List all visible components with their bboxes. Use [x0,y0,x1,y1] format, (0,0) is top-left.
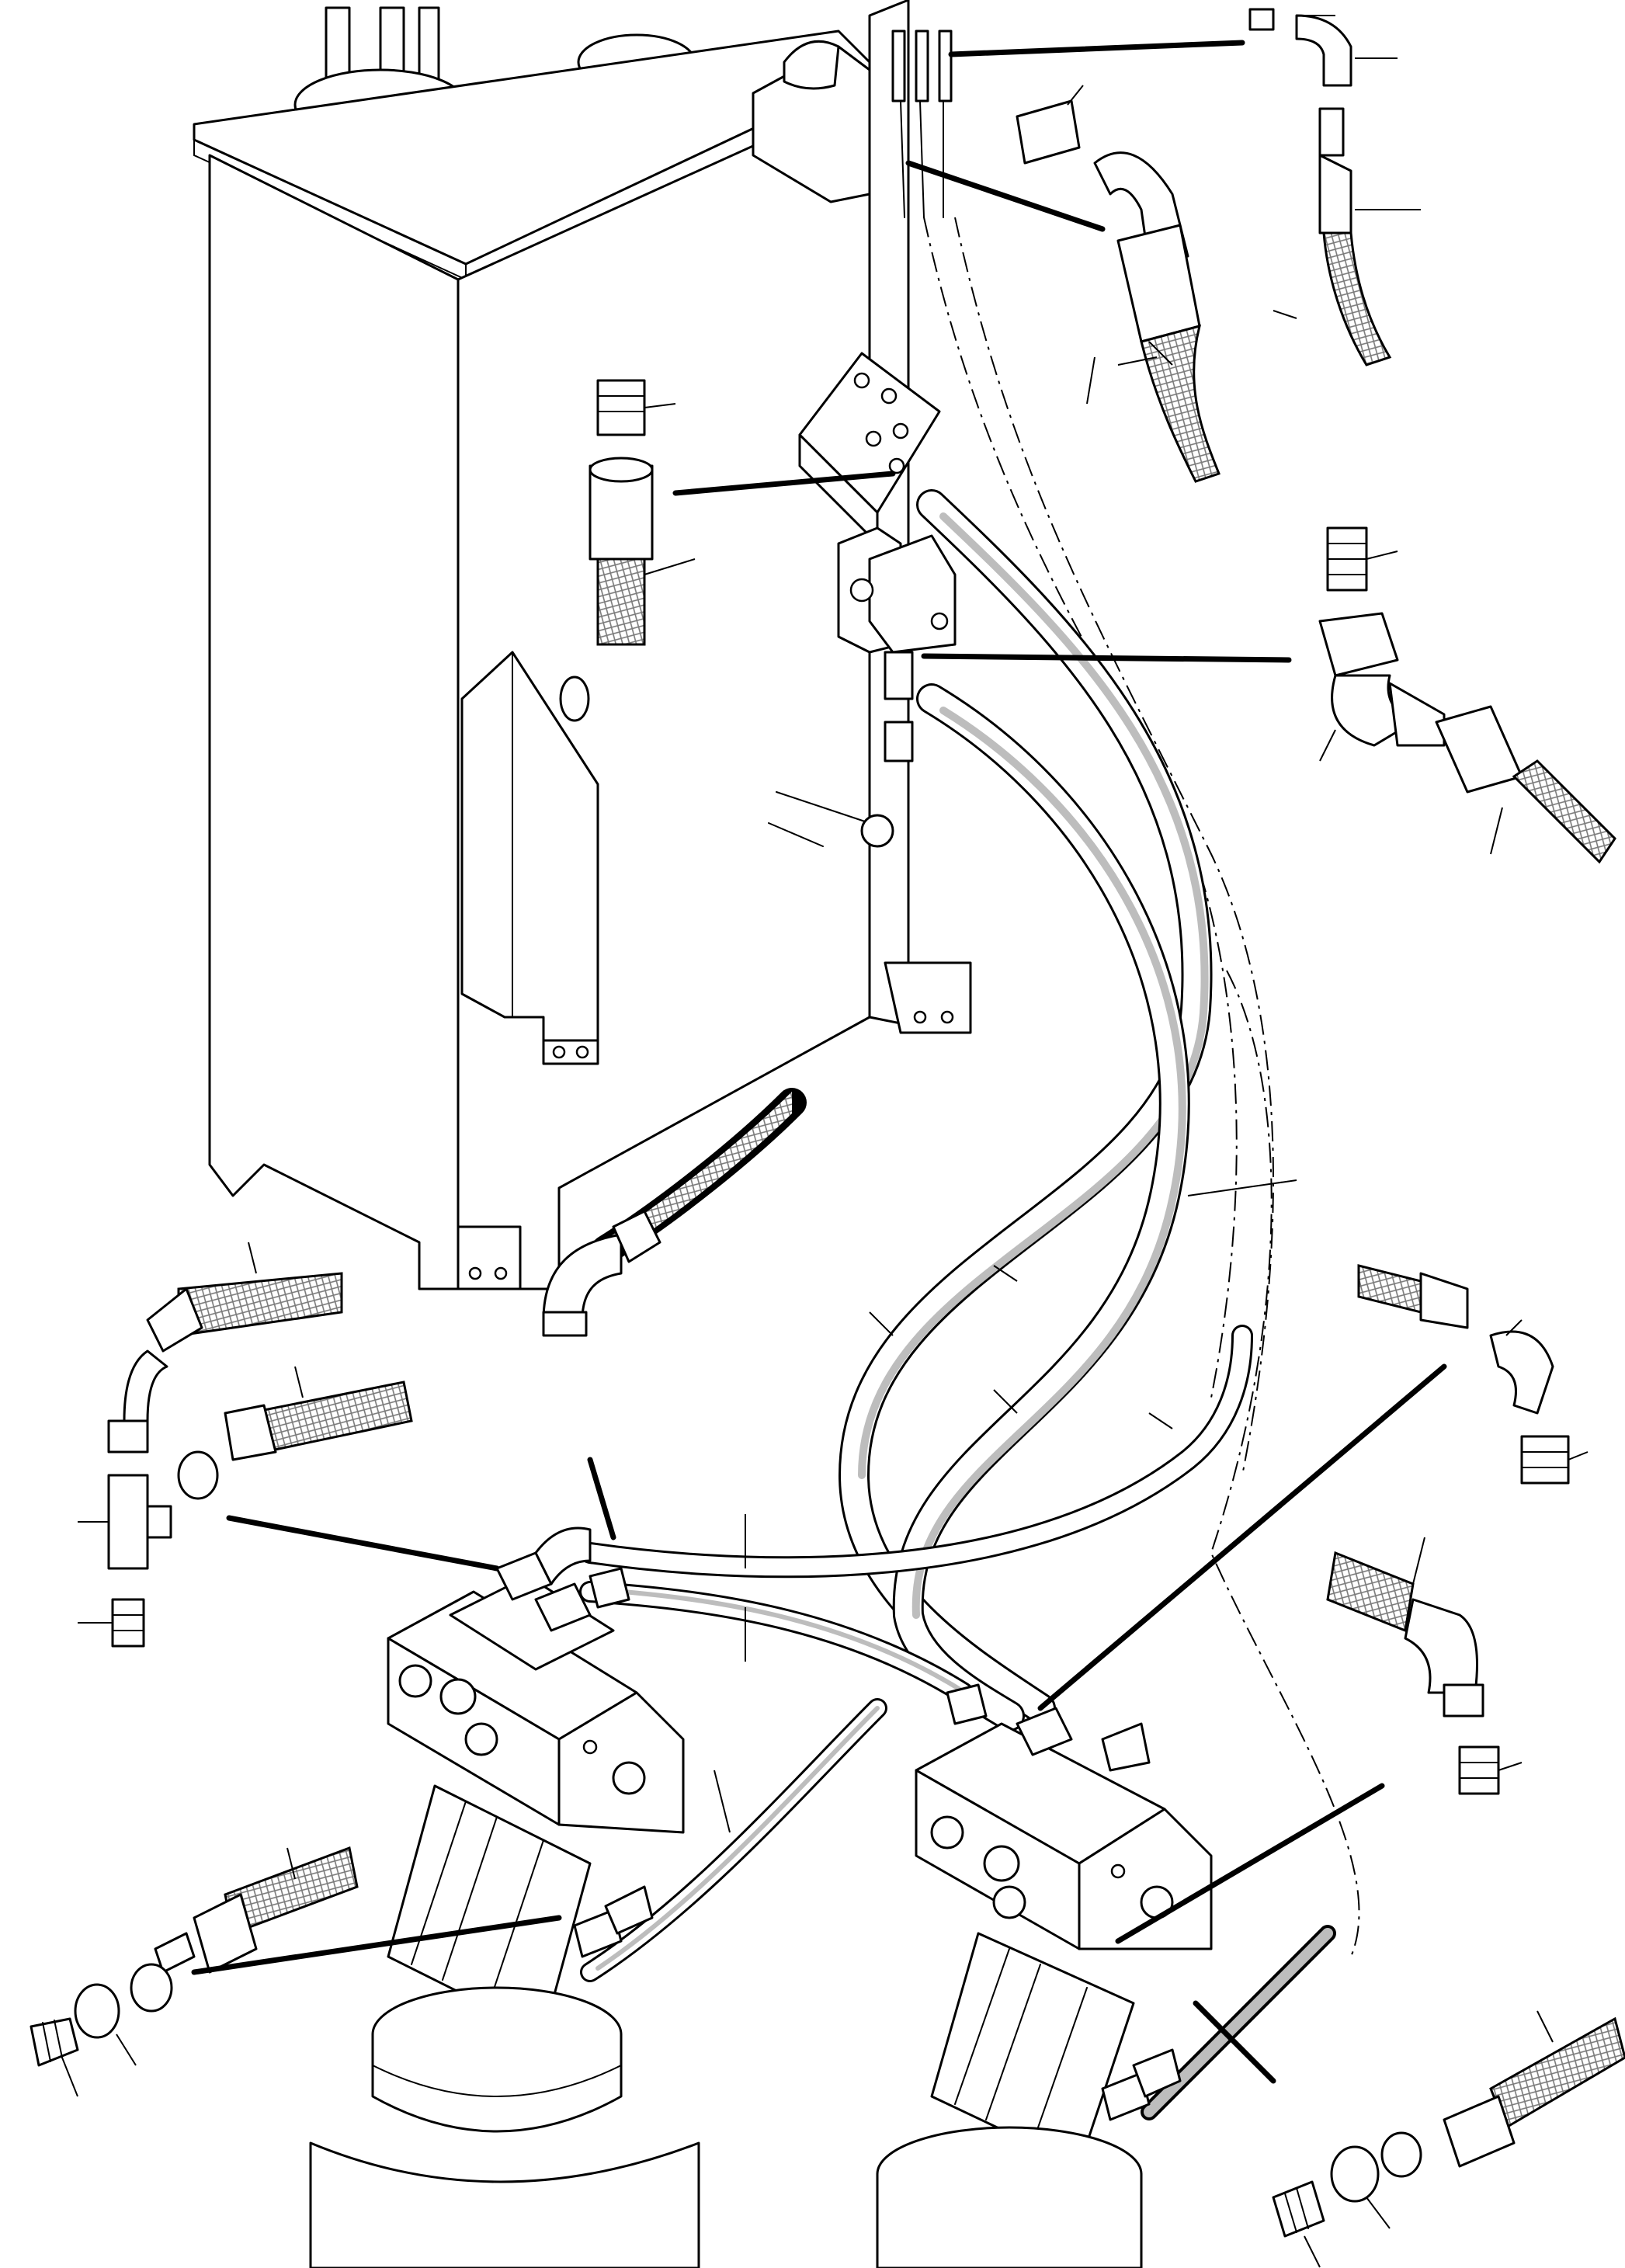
fitting-callout-bottom-right [1272,2010,1625,2268]
fitting-callout-right-mid [1326,1264,1589,1795]
motor-fittings [495,1526,1182,2121]
fitting-callout-top-right [1016,8,1421,483]
main-hose-bundle [542,489,1336,2120]
pointer-lines [191,40,1447,2084]
left-hydraulic-motor [309,1575,700,2268]
fitting-callout-left-tee [78,1242,413,1648]
solenoid-valve [837,526,957,700]
fitting-callout-elbow-right [1318,526,1616,864]
upper-valve-block [752,30,953,545]
fitting-callout-bottom-left [30,1846,359,2097]
right-hydraulic-motor [876,1722,1213,2268]
fitting-callout-upper-left [589,379,696,646]
tank-body [193,0,972,1290]
